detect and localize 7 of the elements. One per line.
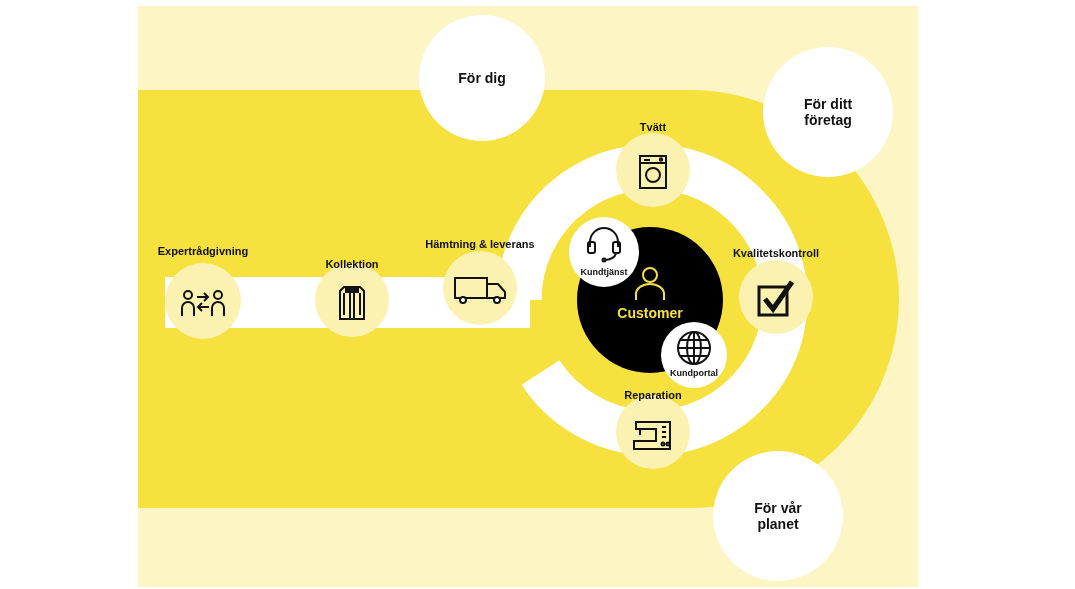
channel-label: Kundtjänst — [580, 267, 628, 277]
step-label: Tvätt — [639, 121, 667, 133]
step-label: Reparation — [624, 389, 682, 401]
step-label: Kollektion — [325, 258, 379, 270]
customer-label: Customer — [617, 305, 683, 321]
channel-label: Kundportal — [670, 368, 718, 378]
step-label: Expertrådgivning — [157, 245, 249, 257]
